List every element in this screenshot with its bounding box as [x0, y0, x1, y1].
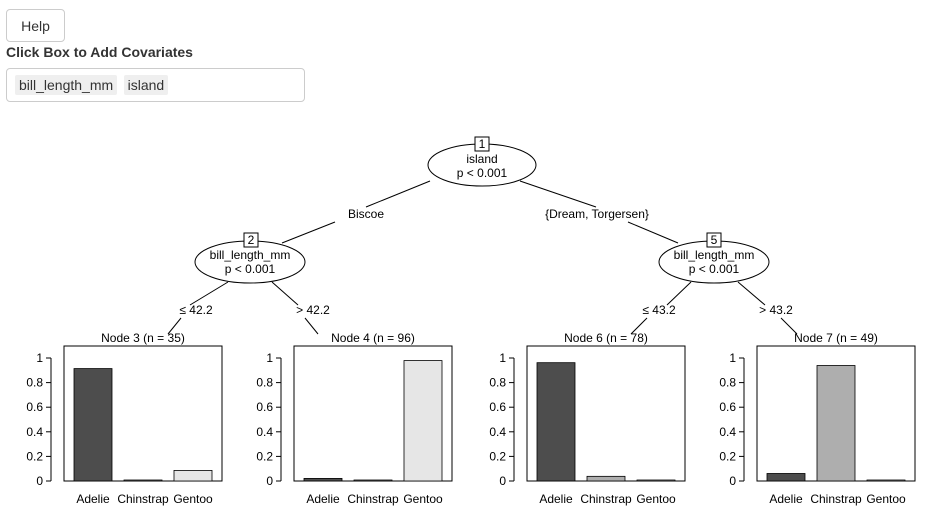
y-tick-label: 0.4 [26, 425, 43, 439]
node-variable: island [466, 152, 497, 166]
node-id-box [706, 232, 722, 248]
bar-adelie [73, 368, 113, 482]
y-tick-label: 0 [266, 474, 273, 488]
chart-title: Node 7 (n = 49) [794, 331, 878, 345]
tree-node-1: 1 island p < 0.001 [427, 136, 537, 187]
y-tick-label: 0.8 [719, 376, 736, 390]
chart-title: Node 4 (n = 96) [331, 331, 415, 345]
bar-chinstrap [123, 479, 163, 482]
y-tick-label: 0.4 [489, 425, 506, 439]
bar-adelie [536, 362, 576, 482]
bar-adelie [766, 473, 806, 482]
node-pvalue: p < 0.001 [225, 262, 276, 276]
y-tick-label: 0.6 [256, 400, 273, 414]
y-tick-label: 0.8 [26, 376, 43, 390]
bar-adelie [303, 478, 343, 482]
bar-chinstrap [816, 365, 856, 482]
help-button[interactable]: Help [6, 9, 65, 42]
chart-title: Node 6 (n = 78) [564, 331, 648, 345]
node-id: 1 [479, 137, 486, 151]
x-tick-label: Chinstrap [580, 492, 632, 506]
node-id: 5 [711, 233, 718, 247]
x-tick-label: Gentoo [403, 492, 443, 506]
bar-chinstrap [586, 475, 626, 482]
y-tick-label: 0 [36, 474, 43, 488]
covariate-chip-island[interactable]: island [123, 75, 169, 95]
y-tick-label: 0 [729, 474, 736, 488]
y-tick-label: 0.4 [719, 425, 736, 439]
y-tick-label: 1 [266, 351, 273, 365]
y-tick-label: 1 [729, 351, 736, 365]
y-tick-label: 1 [36, 351, 43, 365]
y-tick-label: 0.6 [719, 400, 736, 414]
bar-gentoo [173, 470, 213, 482]
x-tick-label: Gentoo [636, 492, 676, 506]
y-tick-label: 0.6 [489, 400, 506, 414]
node-pvalue: p < 0.001 [457, 166, 508, 180]
y-tick-label: 0 [499, 474, 506, 488]
y-tick-label: 1 [499, 351, 506, 365]
edge-label-le-43-2: ≤ 43.2 [642, 303, 676, 317]
tree-node-2: 2 bill_length_mm p < 0.001 [194, 232, 306, 284]
node-pvalue: p < 0.001 [689, 262, 740, 276]
tree-edges [167, 180, 798, 335]
covariates-input[interactable]: bill_length_mm island [6, 68, 305, 102]
edge-label-biscoe: Biscoe [348, 207, 384, 221]
node-variable: bill_length_mm [210, 248, 291, 262]
y-tick-label: 0.8 [256, 376, 273, 390]
x-tick-label: Adelie [306, 492, 340, 506]
node-variable: bill_length_mm [674, 248, 755, 262]
x-tick-label: Chinstrap [347, 492, 399, 506]
edge-label-le-42-2: ≤ 42.2 [179, 303, 213, 317]
covariate-chip-bill-length[interactable]: bill_length_mm [15, 75, 118, 95]
y-tick-label: 0.2 [489, 449, 506, 463]
x-tick-label: Chinstrap [810, 492, 862, 506]
tree-node-5: 5 bill_length_mm p < 0.001 [658, 232, 770, 284]
edge-label-dream-torgersen: {Dream, Torgersen} [545, 207, 649, 221]
y-tick-label: 0.6 [26, 400, 43, 414]
node-id: 2 [248, 233, 255, 247]
x-tick-label: Gentoo [866, 492, 906, 506]
x-tick-label: Chinstrap [117, 492, 169, 506]
y-tick-label: 0.2 [26, 449, 43, 463]
x-tick-label: Adelie [769, 492, 803, 506]
edge-label-gt-43-2: > 43.2 [759, 303, 793, 317]
bar-chinstrap [353, 479, 393, 482]
bar-gentoo [403, 360, 443, 482]
y-tick-label: 0.4 [256, 425, 273, 439]
x-tick-label: Gentoo [173, 492, 213, 506]
node-id-box [474, 136, 490, 152]
edge-label-gt-42-2: > 42.2 [296, 303, 330, 317]
covariates-label: Click Box to Add Covariates [6, 44, 193, 60]
y-tick-label: 0.2 [256, 449, 273, 463]
y-tick-label: 0.2 [719, 449, 736, 463]
bar-gentoo [866, 479, 906, 482]
x-tick-label: Adelie [539, 492, 573, 506]
x-tick-label: Adelie [76, 492, 110, 506]
chart-title: Node 3 (n = 35) [101, 331, 185, 345]
y-tick-label: 0.8 [489, 376, 506, 390]
bar-gentoo [636, 479, 676, 482]
node-id-box [243, 232, 259, 248]
